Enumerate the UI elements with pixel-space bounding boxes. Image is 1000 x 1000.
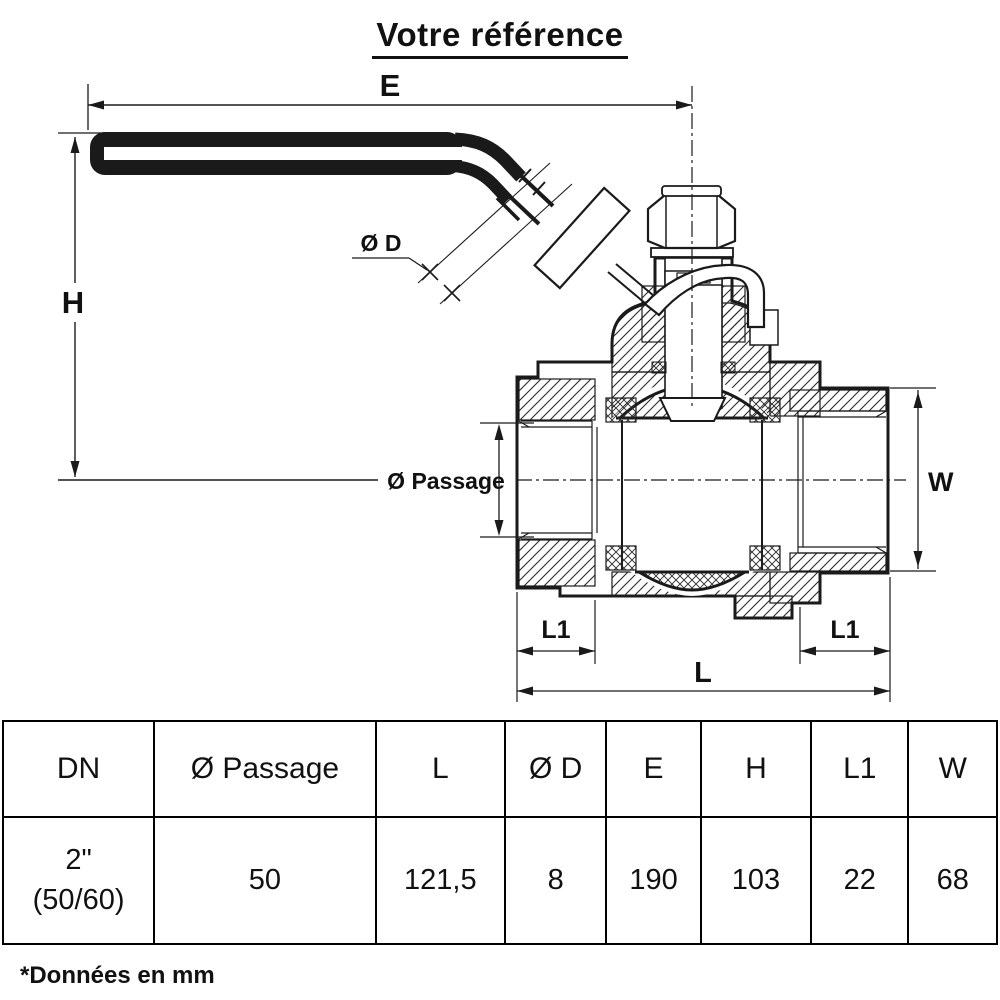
table-row: 2" (50/60) 50 121,5 8 190 103 22 68 xyxy=(1,816,998,945)
table-header-dn: DN xyxy=(1,720,156,818)
handle-bracket xyxy=(643,263,766,329)
dimension-h: H xyxy=(58,132,378,481)
table-header-e: E xyxy=(605,720,702,818)
page-title: Votre référence xyxy=(372,16,628,59)
handle-lever xyxy=(90,132,766,329)
table-cell-d: 8 xyxy=(503,816,608,945)
dimension-l1-left: L1 xyxy=(516,592,596,702)
table-header-w: W xyxy=(907,720,998,818)
right-thread-lines xyxy=(797,409,889,555)
valve-technical-drawing: E H Ø D xyxy=(58,68,954,702)
table-cell-h: 103 xyxy=(699,816,813,945)
dimension-passage: Ø Passage xyxy=(387,422,534,538)
table-header-d: Ø D xyxy=(503,720,608,818)
dim-label-h: H xyxy=(62,285,84,320)
dim-label-passage: Ø Passage xyxy=(387,468,505,494)
seat-rings xyxy=(605,397,781,571)
table-header-l1: L1 xyxy=(810,720,910,818)
page-title-wrap: Votre référence xyxy=(0,16,1000,59)
dimension-table: DN Ø Passage L Ø D E H L1 W 2" (50/60) 5… xyxy=(1,720,998,945)
table-cell-w: 68 xyxy=(907,816,998,945)
centerlines xyxy=(516,86,906,481)
dimension-l1-right: L1 xyxy=(799,577,891,702)
table-cell-l: 121,5 xyxy=(374,816,506,945)
dim-label-w: W xyxy=(928,467,954,497)
table-header-l: L xyxy=(374,720,506,818)
dim-label-l: L xyxy=(694,657,712,689)
dimension-d: Ø D xyxy=(352,162,573,305)
dim-label-d: Ø D xyxy=(361,230,402,256)
table-cell-passage: 50 xyxy=(153,816,377,945)
dimension-e: E xyxy=(87,68,692,130)
table-cell-dn: 2" (50/60) xyxy=(1,816,156,945)
dim-label-e: E xyxy=(380,68,401,103)
table-header-h: H xyxy=(699,720,813,818)
units-footnote: *Données en mm xyxy=(20,962,215,989)
table-cell-l1: 22 xyxy=(810,816,910,945)
table-cell-e: 190 xyxy=(605,816,702,945)
table-header-passage: Ø Passage xyxy=(153,720,377,818)
dimension-w: W xyxy=(890,387,954,572)
dimension-l: L xyxy=(517,657,890,696)
dim-label-l1-right: L1 xyxy=(830,616,859,644)
handle-sleeve xyxy=(533,186,631,290)
dim-label-l1-left: L1 xyxy=(541,616,570,644)
table-header-row: DN Ø Passage L Ø D E H L1 W xyxy=(1,720,998,818)
